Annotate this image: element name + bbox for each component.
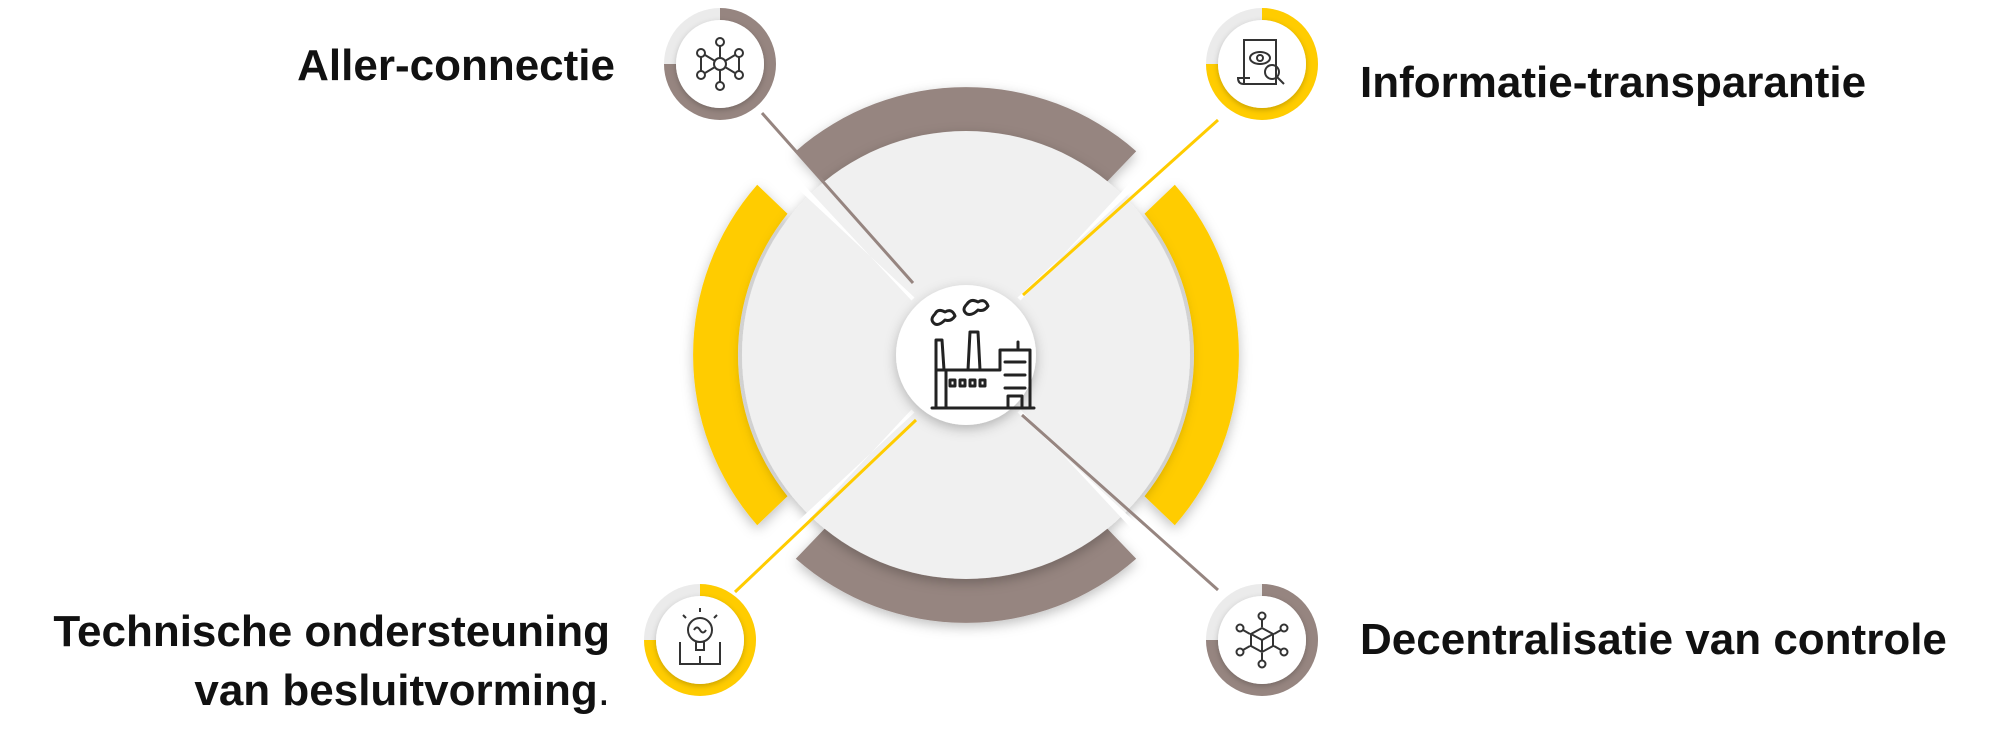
- label-tech-line2: van besluitvorming: [194, 665, 598, 715]
- outer-ring: [693, 87, 1239, 623]
- badge-info: [1206, 8, 1318, 120]
- gap-top-right: [1017, 167, 1151, 301]
- label-informatie-transparantie: Informatie-transparantie: [1360, 58, 1867, 107]
- badge-dec: [1206, 584, 1318, 696]
- connector-aller: [760, 112, 915, 284]
- outer-arc-bottom: [795, 528, 1137, 623]
- connector-dec: [1021, 413, 1219, 592]
- document-eye-magnifier-icon: [1236, 39, 1285, 85]
- gap-bottom-right: [1017, 409, 1151, 543]
- connector-lines: [733, 112, 1220, 594]
- badge-tech: [644, 584, 756, 696]
- label-tech-line1: Technische ondersteuning: [53, 607, 610, 656]
- connector-tech: [733, 418, 918, 594]
- brain-lightbulb-book-icon: [679, 608, 721, 665]
- label-tech-line2-wrap: van besluitvorming.: [53, 662, 610, 721]
- outer-arc-left: [693, 184, 788, 526]
- label-technische-ondersteuning: Technische ondersteuning van besluitvorm…: [53, 603, 610, 720]
- network-nodes-icon: [696, 37, 744, 91]
- outer-arc-right: [1144, 184, 1239, 526]
- connector-info: [1021, 118, 1220, 297]
- gap-bottom-left: [781, 409, 915, 543]
- outer-arc-top: [795, 87, 1137, 182]
- wedge-gaps: [781, 167, 1151, 543]
- label-tech-period: .: [597, 665, 610, 715]
- label-aller-connectie: Aller-connectie: [297, 41, 615, 90]
- label-decentralisatie-van-controle: Decentralisatie van controle: [1360, 615, 1947, 664]
- cube-network-icon: [1235, 611, 1289, 669]
- factory-icon: [930, 298, 1036, 410]
- gap-top-left: [781, 167, 915, 301]
- badge-aller: [664, 8, 776, 120]
